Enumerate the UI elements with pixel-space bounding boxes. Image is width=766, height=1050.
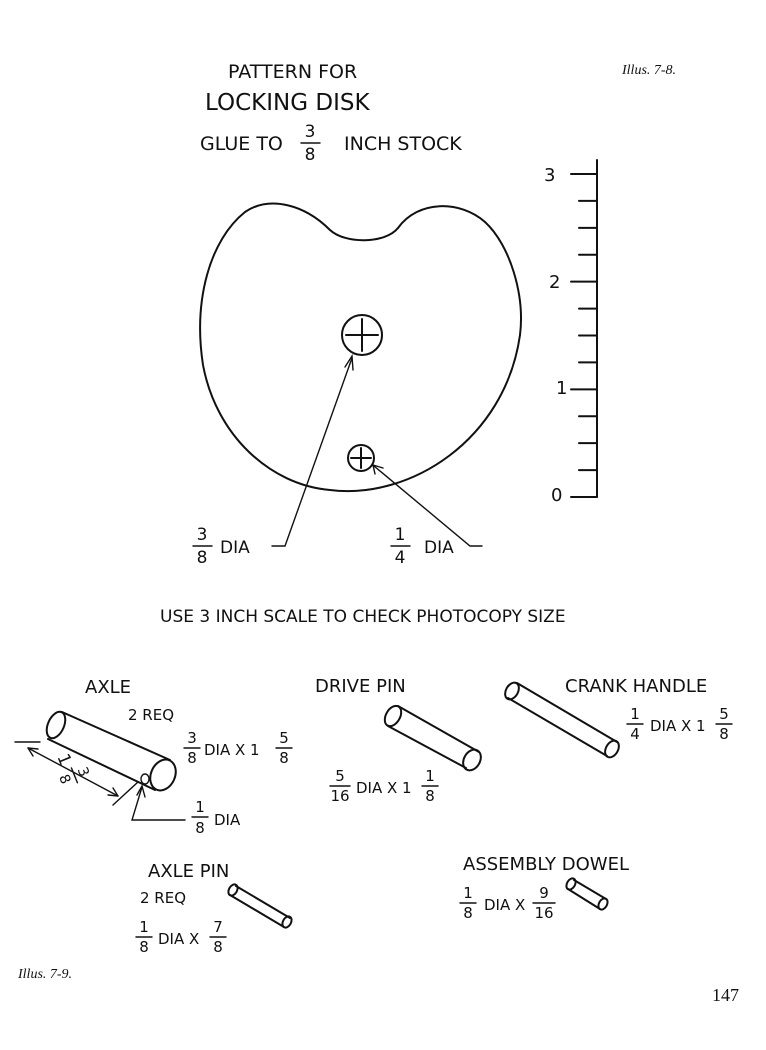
axle-pin-dim-mid: DIA X [158, 930, 199, 948]
crank-handle-dim-den2: 8 [719, 725, 729, 743]
scale-label-0: 0 [551, 485, 562, 506]
crank-handle-dim-mid: DIA X 1 [650, 717, 706, 735]
small-hole-circle [347, 444, 375, 472]
scale-label-2: 2 [549, 272, 560, 293]
axle-pin-qty: 2 REQ [140, 889, 186, 907]
part-drive-pin: DRIVE PIN 5 16 DIA X 1 1 8 [315, 676, 482, 805]
assembly-dowel-dim-den2: 16 [534, 904, 553, 922]
leader-large-hole [271, 353, 354, 547]
drive-pin-dim-label: 5 16 DIA X 1 1 8 [329, 767, 439, 805]
axle-name: AXLE [85, 677, 131, 698]
drive-pin-dim-den: 16 [330, 787, 349, 805]
label-small-hole-dia: 1 4 DIA [390, 525, 454, 568]
large-hole-den: 8 [197, 548, 208, 568]
part-axle: AXLE 2 REQ 1 3 8 3 8 DIA X [14, 677, 293, 837]
drive-pin-dim-den2: 8 [425, 787, 435, 805]
drive-pin-cylinder [383, 704, 482, 772]
large-hole-circle [341, 314, 383, 356]
scale-label-1: 1 [556, 378, 567, 399]
assembly-dowel-dim-num: 1 [463, 884, 473, 902]
crank-handle-dim-num2: 5 [719, 705, 729, 723]
scale-label-3: 3 [544, 165, 555, 186]
axle-cylinder [45, 710, 177, 792]
axle-pin-name: AXLE PIN [148, 861, 229, 882]
small-hole-den: 4 [395, 548, 406, 568]
axle-dim-label: 3 8 DIA X 1 5 8 [183, 729, 293, 767]
axle-pin-dim-num: 1 [139, 918, 149, 936]
assembly-dowel-cylinder [565, 877, 609, 911]
drive-pin-dim-num: 5 [335, 767, 345, 785]
axle-dim-den2: 8 [279, 749, 289, 767]
axle-qty: 2 REQ [128, 706, 174, 724]
crank-handle-dim-num: 1 [630, 705, 640, 723]
crank-handle-name: CRANK HANDLE [565, 676, 707, 697]
assembly-dowel-dim-label: 1 8 DIA X 9 16 [459, 884, 556, 922]
axle-pin-dim-den2: 8 [213, 938, 223, 956]
glue-fraction-num: 3 [305, 122, 316, 142]
drive-pin-name: DRIVE PIN [315, 676, 406, 697]
axle-dim-num2: 5 [279, 729, 289, 747]
axle-length-whole: 1 [52, 751, 75, 769]
axle-dim-num: 3 [187, 729, 197, 747]
inch-stock-text: INCH STOCK [344, 133, 462, 155]
axle-end-face [149, 758, 177, 792]
label-large-hole-dia: 3 8 DIA [192, 525, 250, 568]
axle-pin-dim-num2: 7 [213, 918, 223, 936]
scale-check-note: USE 3 INCH SCALE TO CHECK PHOTOCOPY SIZE [160, 607, 566, 627]
scale-ticks [570, 173, 598, 498]
leader-small-hole [372, 463, 483, 547]
locking-disk-outline [199, 202, 522, 493]
axle-dim-den: 8 [187, 749, 197, 767]
crank-handle-dim-label: 1 4 DIA X 1 5 8 [626, 705, 733, 743]
drive-pin-dim-num2: 1 [425, 767, 435, 785]
axle-dim-mid: DIA X 1 [204, 741, 260, 759]
inch-scale: 3 2 1 0 [544, 159, 598, 506]
drive-pin-dim-mid: DIA X 1 [356, 779, 412, 797]
small-hole [347, 444, 375, 472]
crank-handle-cylinder [504, 681, 620, 759]
large-hole [341, 314, 383, 356]
axle-hole-num: 1 [195, 798, 205, 816]
small-hole-num: 1 [395, 525, 406, 545]
large-hole-num: 3 [197, 525, 208, 545]
assembly-dowel-name: ASSEMBLY DOWEL [463, 854, 629, 875]
axle-pin-dim-den: 8 [139, 938, 149, 956]
axle-hole-label: 1 8 DIA [191, 798, 241, 837]
part-assembly-dowel: ASSEMBLY DOWEL 1 8 DIA X 9 16 [459, 854, 629, 922]
axle-hole-text: DIA [214, 811, 241, 829]
axle-pin-hole [140, 773, 150, 785]
part-axle-pin: AXLE PIN 2 REQ 1 8 DIA X 7 8 [135, 861, 293, 956]
glue-to-text: GLUE TO [200, 133, 283, 155]
part-crank-handle: CRANK HANDLE 1 4 DIA X 1 5 8 [504, 676, 733, 759]
assembly-dowel-dim-num2: 9 [539, 884, 549, 902]
title-locking-disk: LOCKING DISK [205, 90, 370, 116]
title-pattern-for: PATTERN FOR [228, 61, 357, 83]
large-hole-dia-text: DIA [220, 538, 250, 558]
assembly-dowel-dim-den: 8 [463, 904, 473, 922]
title-glue-line: GLUE TO 3 8 INCH STOCK [200, 122, 462, 165]
axle-hole-den: 8 [195, 819, 205, 837]
axle-pin-cylinder [227, 883, 293, 929]
page-number: 147 [712, 985, 739, 1005]
axle-length-den: 8 [55, 772, 73, 786]
crank-handle-dim-den: 4 [630, 725, 640, 743]
small-hole-dia-text: DIA [424, 538, 454, 558]
caption-illus-7-9: Illus. 7-9. [17, 967, 72, 982]
axle-hole-leader [131, 784, 186, 821]
glue-fraction-den: 8 [305, 145, 316, 165]
caption-illus-7-8: Illus. 7-8. [621, 63, 676, 78]
axle-pin-dim-label: 1 8 DIA X 7 8 [135, 918, 227, 956]
assembly-dowel-dim-mid: DIA X [484, 896, 525, 914]
